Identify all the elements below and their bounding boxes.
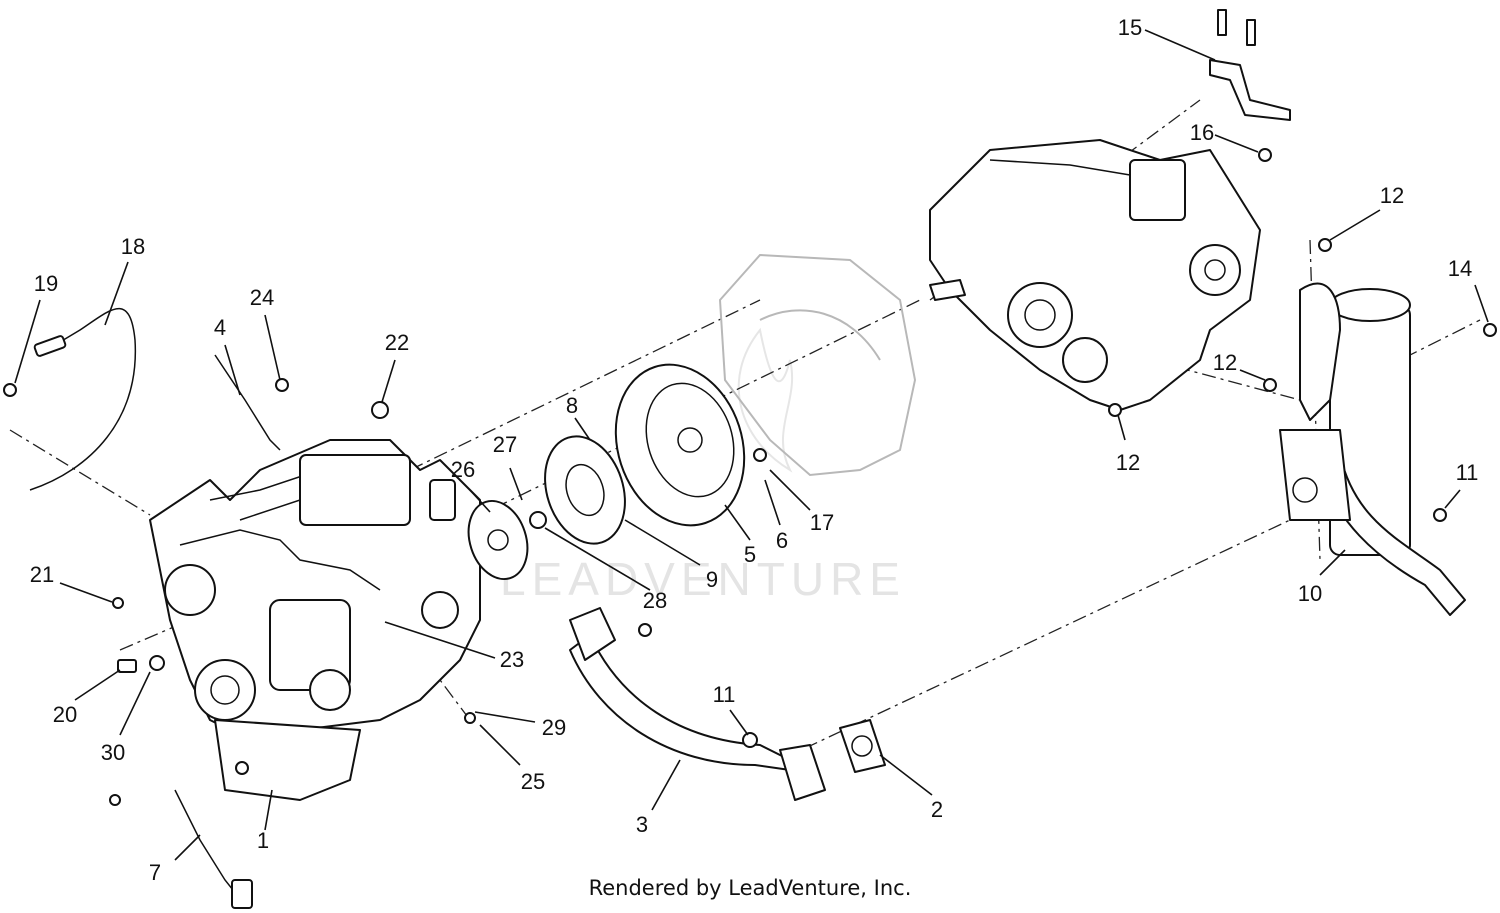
callout-2: 2 [931,797,943,822]
watermark: LEADVENTURE [500,327,906,605]
callout-12-middle: 12 [1213,350,1237,375]
throttle-cable [29,307,137,491]
callout-16: 16 [1190,120,1214,145]
callout-24: 24 [250,285,274,310]
callout-9: 9 [706,567,718,592]
callout-1: 1 [257,828,269,853]
mounting-bracket [1209,59,1291,121]
callout-23: 23 [500,647,524,672]
hardware [3,9,1497,806]
exhaust-pipe [569,607,826,801]
callout-8: 8 [566,393,578,418]
callout-12-top: 12 [1380,183,1404,208]
callout-6: 6 [776,528,788,553]
callout-14: 14 [1448,256,1472,281]
callout-29: 29 [542,715,566,740]
clutch-stack [467,363,746,581]
bell-housing-ghost [718,253,917,477]
callout-4: 4 [214,315,226,340]
callout-labels: 1 2 3 4 5 6 7 8 9 10 11 11 12 12 12 14 1… [30,15,1479,885]
callout-15: 15 [1118,15,1142,40]
callout-11-pipe: 11 [713,682,736,707]
exhaust-gasket [839,719,886,773]
callout-3: 3 [636,812,648,837]
callout-10: 10 [1298,581,1322,606]
callout-22: 22 [385,330,409,355]
callout-7: 7 [149,860,161,885]
callout-18: 18 [121,234,145,259]
credit-line: Rendered by LeadVenture, Inc. [588,876,912,900]
engine-assembly [149,439,481,801]
callout-11-muffler: 11 [1456,460,1479,485]
leader-lines [14,29,1489,861]
callout-28: 28 [643,588,667,613]
callout-27: 27 [493,432,517,457]
transaxle-assembly [929,139,1261,411]
callout-17: 17 [810,510,834,535]
callout-19: 19 [34,271,58,296]
callout-5: 5 [744,542,756,567]
watermark-text: LEADVENTURE [500,553,906,605]
callout-21: 21 [30,562,54,587]
muffler [1279,282,1466,616]
callout-30: 30 [101,740,125,765]
callout-26: 26 [451,457,475,482]
callout-25: 25 [521,769,545,794]
callout-20: 20 [53,702,77,727]
callout-12-bottom: 12 [1116,450,1140,475]
